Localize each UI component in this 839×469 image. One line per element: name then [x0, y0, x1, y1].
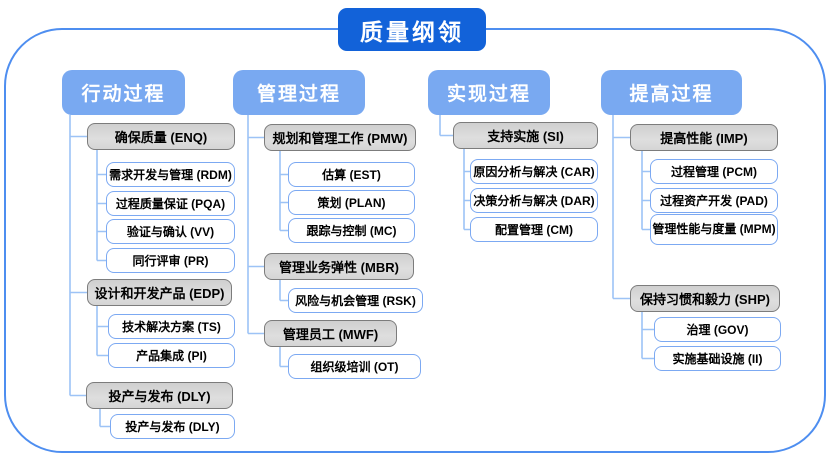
item-box-rdm: 需求开发与管理 (RDM): [106, 162, 235, 187]
diagram-title: 质量纲领: [338, 8, 486, 51]
column-header-action-process: 行动过程: [62, 70, 185, 115]
item-box-plan: 策划 (PLAN): [288, 190, 415, 215]
connector-col4-imp: [641, 151, 650, 231]
connector-col2-header: [247, 115, 264, 335]
connector-col4-header: [612, 115, 630, 300]
item-box-pi: 产品集成 (PI): [108, 343, 235, 368]
group-box-mwf: 管理员工 (MWF): [264, 320, 397, 347]
group-box-enq: 确保质量 (ENQ): [87, 123, 235, 150]
group-box-edp: 设计和开发产品 (EDP): [87, 279, 232, 306]
item-box-mpm: 管理性能与度量 (MPM): [650, 214, 778, 245]
group-box-dly: 投产与发布 (DLY): [86, 382, 233, 409]
connector-col4-shp: [641, 312, 654, 360]
item-box-ot: 组织级培训 (OT): [288, 354, 421, 379]
item-box-pad: 过程资产开发 (PAD): [650, 188, 778, 213]
item-box-ts: 技术解决方案 (TS): [108, 314, 235, 339]
group-box-imp: 提高性能 (IMP): [630, 124, 778, 151]
group-box-pmw: 规划和管理工作 (PMW): [264, 124, 416, 151]
item-box-vv: 验证与确认 (VV): [106, 219, 235, 244]
group-box-shp: 保持习惯和毅力 (SHP): [630, 285, 780, 312]
column-header-management-process: 管理过程: [233, 70, 365, 115]
item-box-est: 估算 (EST): [288, 162, 415, 187]
connector-col1-dly: [99, 409, 110, 428]
connector-col1-header: [69, 115, 87, 397]
column-header-improvement-process: 提高过程: [601, 70, 742, 115]
group-box-mbr: 管理业务弹性 (MBR): [264, 253, 414, 280]
item-box-pqa: 过程质量保证 (PQA): [106, 191, 235, 216]
item-box-car: 原因分析与解决 (CAR): [470, 159, 598, 184]
column-header-implementation-process: 实现过程: [428, 70, 550, 115]
item-box-rsk: 风险与机会管理 (RSK): [288, 288, 423, 313]
item-box-dly-child: 投产与发布 (DLY): [110, 414, 235, 439]
item-box-gov: 治理 (GOV): [654, 317, 781, 342]
connector-col3-header: [439, 115, 453, 137]
item-box-pr: 同行评审 (PR): [106, 248, 235, 273]
item-box-dar: 决策分析与解决 (DAR): [470, 188, 598, 213]
connector-col2-mbr: [279, 280, 288, 302]
item-box-pcm: 过程管理 (PCM): [650, 159, 778, 184]
item-box-cm: 配置管理 (CM): [470, 217, 598, 242]
item-box-mc: 跟踪与控制 (MC): [288, 218, 415, 243]
group-box-si: 支持实施 (SI): [453, 122, 598, 149]
connector-col1-edp: [96, 306, 108, 357]
connector-col3-si: [463, 149, 470, 231]
connector-col2-mwf: [279, 347, 288, 368]
connector-col1-enq: [96, 150, 106, 262]
item-box-ii: 实施基础设施 (II): [654, 346, 781, 371]
connector-col2-pmw: [279, 151, 288, 232]
